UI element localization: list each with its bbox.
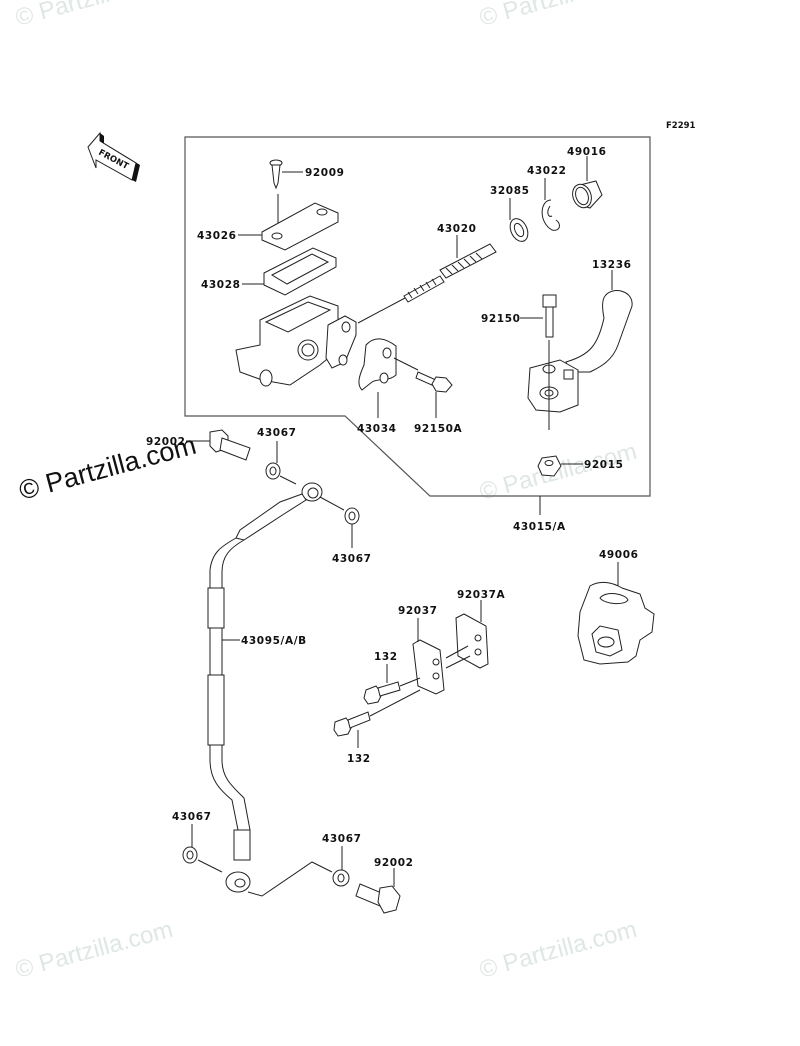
watermark: © Partzilla.com bbox=[477, 0, 640, 32]
callout-43034[interactable]: 43034 bbox=[357, 423, 397, 435]
diaphragm-43028 bbox=[242, 247, 337, 296]
callout-43028[interactable]: 43028 bbox=[201, 279, 241, 291]
reservoir-cap-43026 bbox=[238, 202, 339, 251]
watermark: © Partzilla.com bbox=[477, 916, 640, 984]
circlip-43022 bbox=[541, 178, 560, 231]
bolt-92150 bbox=[520, 294, 557, 430]
clamp-43034 bbox=[358, 338, 419, 418]
callout-43067-upper-1[interactable]: 43067 bbox=[257, 427, 297, 439]
callout-132-lower[interactable]: 132 bbox=[347, 753, 371, 765]
lever-perch bbox=[527, 359, 579, 413]
lever-13236 bbox=[565, 270, 633, 373]
washer-32085 bbox=[509, 198, 529, 242]
gasket-43067-upper-1 bbox=[265, 441, 297, 485]
callout-92150[interactable]: 92150 bbox=[481, 313, 521, 325]
callout-49016[interactable]: 49016 bbox=[567, 146, 607, 158]
banjo-bolt-92002-upper bbox=[186, 429, 251, 461]
callout-92015[interactable]: 92015 bbox=[584, 459, 624, 471]
bolt-132-lower bbox=[333, 689, 421, 748]
front-arrow-icon: FRONT bbox=[87, 131, 140, 182]
callout-32085[interactable]: 32085 bbox=[490, 185, 530, 197]
callout-92002-lower[interactable]: 92002 bbox=[374, 857, 414, 869]
callout-43067-upper-2[interactable]: 43067 bbox=[332, 553, 372, 565]
figure-code: F2291 bbox=[666, 121, 696, 131]
hose-clamp-92037a bbox=[445, 600, 489, 669]
assembly-label: 43015/A bbox=[513, 521, 566, 533]
bolt-92150a bbox=[415, 371, 453, 418]
nut-92015 bbox=[537, 455, 583, 477]
callout-92037[interactable]: 92037 bbox=[398, 605, 438, 617]
callout-43067-lower-1[interactable]: 43067 bbox=[172, 811, 212, 823]
callout-92150A[interactable]: 92150A bbox=[414, 423, 463, 435]
gasket-43067-lower-2 bbox=[247, 846, 350, 897]
callout-92002-upper[interactable]: 92002 bbox=[146, 436, 186, 448]
callout-132-upper[interactable]: 132 bbox=[374, 651, 398, 663]
callout-92037A[interactable]: 92037A bbox=[457, 589, 506, 601]
hose-clamp-92037 bbox=[412, 618, 445, 695]
assembly-outline bbox=[184, 136, 651, 497]
callout-43026[interactable]: 43026 bbox=[197, 230, 237, 242]
boot-49016 bbox=[572, 156, 603, 209]
callout-13236[interactable]: 13236 bbox=[592, 259, 632, 271]
callout-49006[interactable]: 49006 bbox=[599, 549, 639, 561]
callout-92009[interactable]: 92009 bbox=[305, 167, 345, 179]
watermark: © Partzilla.com bbox=[13, 916, 176, 984]
gasket-43067-lower-1 bbox=[182, 824, 223, 873]
master-cylinder-body bbox=[235, 295, 406, 387]
callout-43067-lower-2[interactable]: 43067 bbox=[322, 833, 362, 845]
guard-49006 bbox=[577, 562, 655, 665]
banjo-bolt-92002-lower bbox=[355, 868, 401, 914]
callout-43095[interactable]: 43095/A/B bbox=[241, 635, 307, 647]
callout-43022[interactable]: 43022 bbox=[527, 165, 567, 177]
brake-hose-43095 bbox=[207, 482, 323, 893]
gasket-43067-upper-2 bbox=[319, 496, 360, 548]
piston-43020 bbox=[403, 235, 497, 303]
callout-43020[interactable]: 43020 bbox=[437, 223, 477, 235]
watermark: © Partzilla.com bbox=[13, 0, 176, 32]
bolt-132-upper bbox=[363, 664, 421, 705]
